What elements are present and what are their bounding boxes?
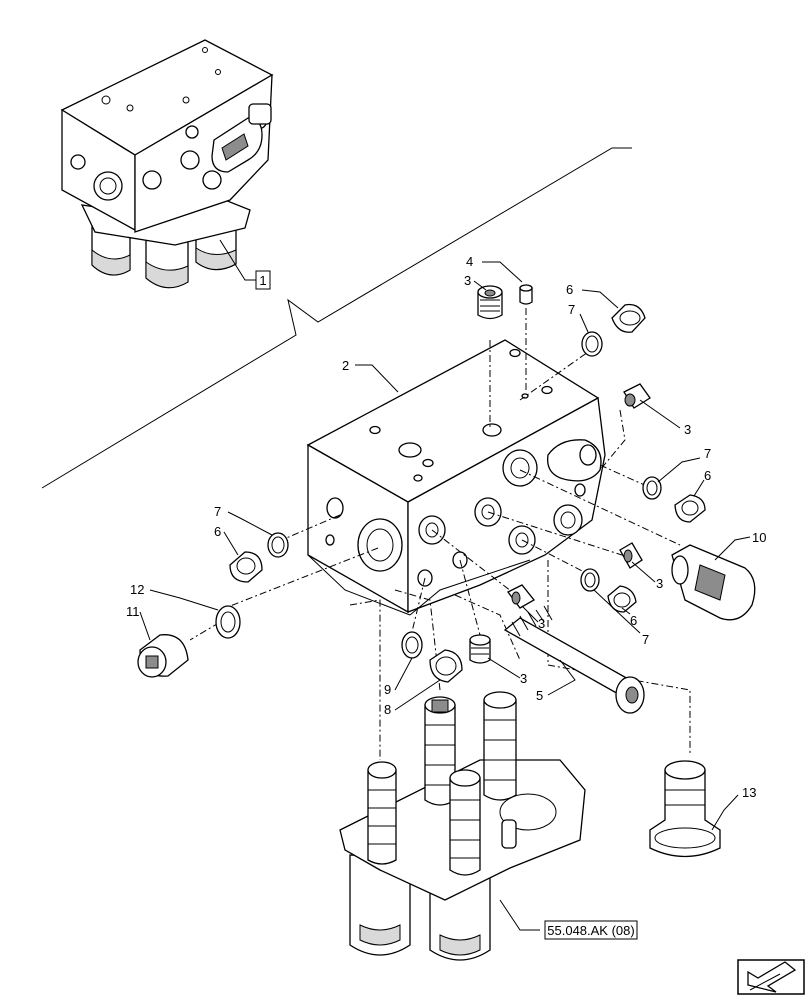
plug-11 bbox=[137, 634, 189, 678]
seal-ring-9 bbox=[401, 631, 423, 659]
seal-ring-top bbox=[581, 331, 603, 357]
callout-7-middle: 7 bbox=[642, 632, 649, 647]
callout-6-right: 6 bbox=[704, 468, 711, 483]
callout-8: 8 bbox=[384, 702, 391, 717]
callout-6-left: 6 bbox=[214, 524, 221, 539]
callout-7-left: 7 bbox=[214, 504, 221, 519]
callout-6-top: 6 bbox=[566, 282, 573, 297]
plug-fitting-top bbox=[477, 285, 503, 320]
reference-label: 55.048.AK (08) bbox=[547, 923, 634, 938]
plug-right bbox=[674, 494, 706, 523]
arrow-icon[interactable] bbox=[737, 959, 805, 995]
plug-left bbox=[229, 551, 263, 583]
separator-line bbox=[41, 147, 632, 489]
seal-ring-12 bbox=[215, 605, 241, 639]
main-valve-block bbox=[306, 339, 606, 616]
callout-4: 4 bbox=[466, 254, 473, 269]
reference-link[interactable]: 55.048.AK (08) bbox=[544, 920, 638, 940]
callout-5: 5 bbox=[536, 688, 543, 703]
callout-leaders bbox=[139, 261, 751, 931]
plug-top-right bbox=[611, 303, 646, 333]
plug-middle bbox=[607, 585, 637, 613]
plug-fitting-lower bbox=[507, 584, 535, 609]
callout-7-right: 7 bbox=[704, 446, 711, 461]
callout-13: 13 bbox=[742, 785, 756, 800]
cartridge-valve-assembly bbox=[339, 691, 586, 961]
callout-12: 12 bbox=[130, 582, 144, 597]
callout-label: 1 bbox=[259, 273, 266, 288]
cartridge-13 bbox=[649, 760, 721, 858]
plug-8 bbox=[429, 649, 463, 683]
plug-fitting-bottom bbox=[469, 634, 491, 664]
callout-10: 10 bbox=[752, 530, 766, 545]
callout-3-right: 3 bbox=[684, 422, 691, 437]
callout-3-lower: 3 bbox=[538, 616, 545, 631]
callout-3-bottom: 3 bbox=[520, 671, 527, 686]
callout-3-middle: 3 bbox=[656, 576, 663, 591]
callout-1: 1 bbox=[219, 239, 271, 290]
seal-ring-middle bbox=[580, 568, 600, 592]
callout-9: 9 bbox=[384, 682, 391, 697]
callout-2: 2 bbox=[342, 358, 349, 373]
plug-fitting-middle bbox=[619, 542, 643, 569]
callout-6-middle: 6 bbox=[630, 613, 637, 628]
inset-valve-assembly bbox=[60, 39, 274, 289]
seal-ring-right bbox=[642, 476, 662, 500]
seal-ring-left bbox=[267, 532, 289, 558]
pressure-sensor bbox=[671, 544, 756, 621]
callout-3-top: 3 bbox=[464, 273, 471, 288]
bolt bbox=[503, 605, 645, 714]
callout-11: 11 bbox=[126, 604, 140, 619]
pin-part bbox=[519, 284, 533, 305]
callout-labels: 2 4 3 6 7 3 7 6 10 3 6 7 3 3 5 9 8 7 6 1… bbox=[126, 254, 766, 800]
callout-7-top: 7 bbox=[568, 302, 575, 317]
